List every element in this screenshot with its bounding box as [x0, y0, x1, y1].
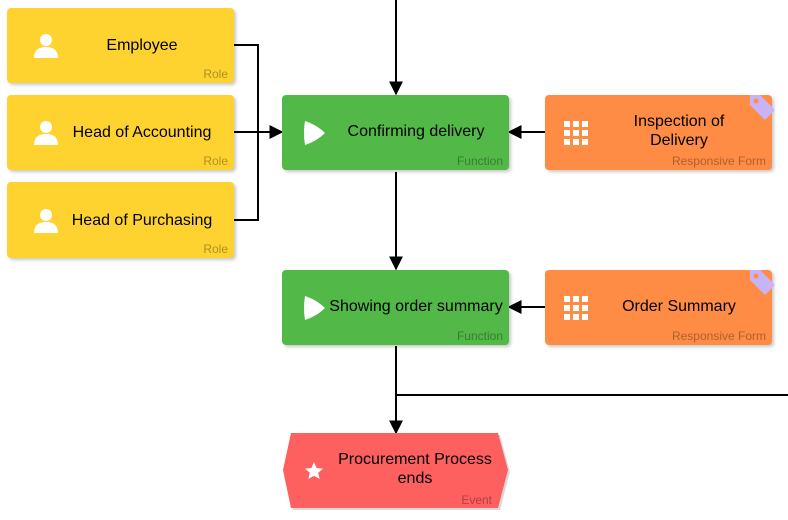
play-icon: [304, 121, 325, 145]
function-confirming-delivery[interactable]: Confirming delivery Function: [282, 95, 509, 170]
role-head-of-accounting[interactable]: Head of Accounting Role: [7, 95, 234, 170]
node-title: Inspection of Delivery: [633, 113, 725, 149]
event-hexagon-shape: [283, 433, 510, 510]
node-type: Event: [461, 493, 492, 507]
node-title: Head of Purchasing: [71, 211, 213, 229]
node-type: Responsive Form: [671, 154, 766, 168]
star-icon: [303, 460, 325, 482]
node-type: Function: [456, 154, 503, 168]
node-type: Responsive Form: [671, 329, 766, 343]
form-inspection-of-delivery[interactable]: Inspection of Delivery Responsive Form: [545, 95, 775, 170]
play-icon: [304, 296, 325, 320]
node-type: Role: [203, 154, 228, 168]
tag-icon[interactable]: [748, 268, 776, 296]
node-title: Employee: [106, 37, 178, 54]
user-icon: [34, 209, 58, 233]
node-title: Order Summary: [622, 297, 736, 315]
user-icon: [34, 121, 58, 145]
grid-icon: [564, 296, 588, 320]
node-title: Procurement Process ends: [338, 451, 492, 487]
grid-icon: [564, 121, 588, 145]
role-employee[interactable]: Employee Role: [7, 8, 234, 83]
node-type: Role: [203, 67, 228, 81]
user-icon: [34, 34, 58, 58]
role-head-of-purchasing[interactable]: Head of Purchasing Role: [7, 182, 234, 258]
node-type: Function: [456, 329, 503, 343]
function-showing-order-summary[interactable]: Showing order summary Function: [282, 270, 509, 345]
event-procurement-process-ends[interactable]: Procurement Process ends Event: [283, 433, 510, 510]
node-title: Confirming delivery: [347, 122, 485, 140]
form-order-summary[interactable]: Order Summary Responsive Form: [545, 270, 775, 345]
node-title: Head of Accounting: [72, 124, 212, 141]
node-type: Role: [203, 242, 228, 256]
tag-icon[interactable]: [748, 93, 776, 121]
node-title: Showing order summary: [329, 297, 503, 315]
